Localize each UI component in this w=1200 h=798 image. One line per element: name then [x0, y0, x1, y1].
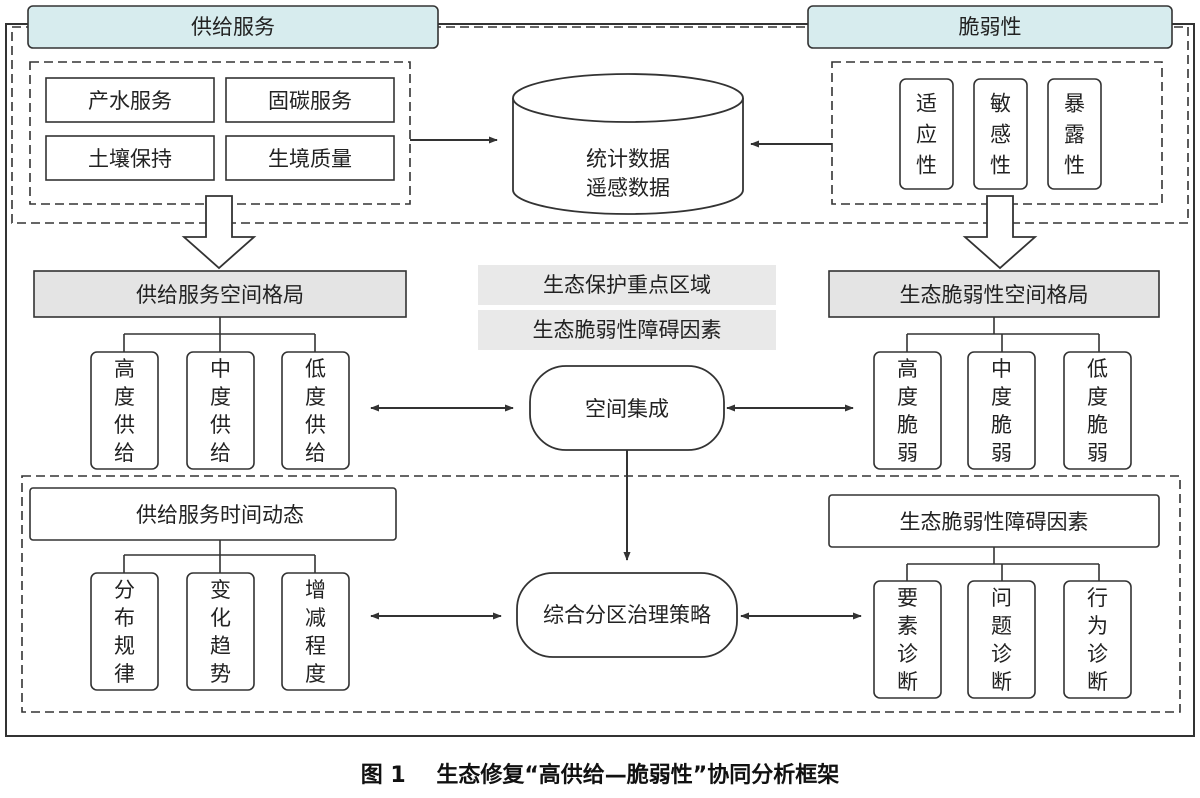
supply-dynamics-item-label: 分布规律	[114, 578, 135, 686]
vulnerability-header-box	[807, 5, 1173, 49]
supply-dynamics-items: 分布规律 变化趋势 增减程度	[90, 572, 350, 691]
vulnerability-item-box	[899, 78, 954, 190]
obstacle-item-label: 问题诊断	[991, 586, 1012, 694]
supply-pattern-item-label: 中度供给	[210, 357, 231, 465]
supply-item-label: 生境质量	[268, 147, 352, 171]
hollow-arrow-vulnerability	[962, 195, 1038, 270]
obstacle-item-label: 行为诊断	[1087, 586, 1108, 694]
vulnerability-item-box	[1047, 78, 1102, 190]
supply-pattern-box	[33, 270, 407, 318]
obstacle-item-box	[873, 580, 942, 699]
vuln-pattern-box	[828, 270, 1160, 318]
supply-item-box	[225, 135, 395, 181]
supply-pattern-items: 高度供给 中度供给 低度供给	[90, 351, 350, 470]
vulnerability-header: 脆弱性	[959, 15, 1022, 39]
supply-pattern-item-box	[90, 351, 159, 470]
bottom-dashed-region	[21, 475, 1181, 713]
supply-pattern-item-box	[186, 351, 255, 470]
center-label-1: 生态保护重点区域	[543, 273, 711, 297]
center-label-box-2	[478, 310, 776, 350]
vuln-pattern-item-label: 高度脆弱	[897, 357, 918, 465]
supply-dynamics-title: 供给服务时间动态	[136, 503, 304, 527]
vuln-pattern-items: 高度脆弱 中度脆弱 低度脆弱	[873, 351, 1132, 470]
database-line2: 遥感数据	[586, 176, 670, 200]
supply-pattern-connector	[123, 317, 316, 352]
supply-dynamics-box	[29, 487, 397, 541]
vulnerability-item-box	[973, 78, 1028, 190]
supply-pattern-item-label: 低度供给	[305, 357, 326, 465]
hollow-arrow-supply	[181, 195, 257, 270]
outer-frame	[5, 23, 1195, 737]
vuln-pattern-item-box	[1063, 351, 1132, 470]
vulnerability-items: 适应性 敏感性 暴露性	[899, 78, 1102, 190]
database-line1: 统计数据	[586, 147, 670, 171]
supply-dynamics-connector	[123, 540, 316, 573]
vuln-pattern-item-box	[967, 351, 1036, 470]
vuln-pattern-title: 生态脆弱性空间格局	[900, 283, 1089, 307]
obstacle-title: 生态脆弱性障碍因素	[900, 510, 1089, 534]
vuln-pattern-item-label: 低度脆弱	[1087, 357, 1108, 465]
obstacle-items: 要素诊断 问题诊断 行为诊断	[873, 580, 1132, 699]
supply-item-label: 土壤保持	[88, 147, 172, 171]
supply-dynamics-item-label: 增减程度	[305, 578, 326, 686]
supply-item-label: 固碳服务	[268, 89, 352, 113]
center-label-2: 生态脆弱性障碍因素	[533, 318, 722, 342]
supply-item-label: 产水服务	[88, 89, 172, 113]
supply-pattern-item-box	[281, 351, 350, 470]
vulnerability-item-label: 适应性	[916, 92, 937, 178]
vuln-pattern-item-label: 中度脆弱	[991, 357, 1012, 465]
supply-item-box	[45, 77, 215, 123]
supply-dynamics-item-box	[281, 572, 350, 691]
obstacle-connector	[906, 547, 1100, 581]
top-dashed-region	[11, 26, 1189, 224]
supply-pattern-title: 供给服务空间格局	[136, 283, 304, 307]
supply-items-region	[29, 61, 411, 205]
supply-dynamics-item-box	[90, 572, 159, 691]
strategy-label: 综合分区治理策略	[543, 603, 711, 627]
figure-caption: 图 1 生态修复“高供给—脆弱性”协同分析框架	[361, 762, 840, 788]
integration-label: 空间集成	[585, 397, 669, 421]
supply-header-box	[27, 5, 439, 49]
supply-item-box	[225, 77, 395, 123]
vuln-pattern-connector	[906, 317, 1100, 352]
vulnerability-item-label: 敏感性	[990, 92, 1011, 178]
supply-header: 供给服务	[191, 15, 275, 39]
obstacle-item-box	[1063, 580, 1132, 699]
vulnerability-item-label: 暴露性	[1064, 92, 1085, 178]
supply-pattern-item-label: 高度供给	[114, 357, 135, 465]
center-label-box-1	[478, 265, 776, 305]
supply-dynamics-item-box	[186, 572, 255, 691]
supply-item-box	[45, 135, 215, 181]
vuln-pattern-item-box	[873, 351, 942, 470]
obstacle-item-box	[967, 580, 1036, 699]
database-cylinder: 统计数据 遥感数据	[512, 73, 744, 215]
obstacle-item-label: 要素诊断	[897, 586, 918, 694]
strategy-box	[516, 572, 738, 658]
supply-dynamics-item-label: 变化趋势	[210, 578, 231, 686]
